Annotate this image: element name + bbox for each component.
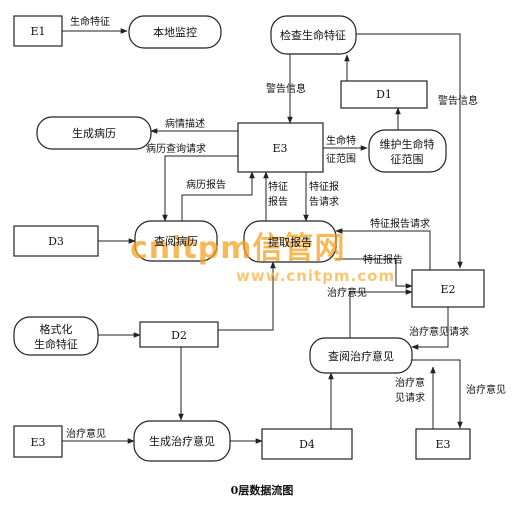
- node-format-vitals-label-1: 格式化: [40, 322, 73, 336]
- node-query-opinion-label: 查阅治疗意见: [328, 349, 394, 363]
- node-gen-opinion-box: [133, 420, 231, 462]
- node-e2-label: E2: [440, 283, 455, 296]
- edge-label-opinion-e3: 治疗意见: [466, 383, 506, 396]
- node-d3-box: [13, 225, 99, 257]
- edge-label-desc: 病情描述: [165, 117, 205, 130]
- edge-label-feat-request-a-1: 特征报: [309, 180, 339, 193]
- node-gen-opinion-label: 生成治疗意见: [149, 434, 215, 448]
- node-d1-box: [340, 80, 428, 109]
- edge-label-opinion-in: 治疗意见: [66, 427, 106, 440]
- edge-label-opinion-request-e3-1: 治疗意: [395, 376, 425, 389]
- watermark-url: www.cnitpm.com: [236, 267, 395, 285]
- node-query-record-label: 查阅病历: [154, 234, 198, 248]
- edge-label-range-1: 生命特: [326, 134, 356, 147]
- edge-label-alert-right: 警告信息: [438, 94, 478, 107]
- edge-label-feat-request-b: 特征报告请求: [370, 217, 430, 230]
- node-query-opinion-box: [309, 337, 413, 374]
- edge-label-feat-report-a-1: 特征: [268, 181, 288, 193]
- edge-label-alert-left: 警告信息: [266, 82, 306, 95]
- diagram-caption: 0层数据流图: [231, 483, 294, 497]
- node-query-record-box: [134, 220, 218, 262]
- node-fetch-report-box: [243, 220, 337, 263]
- node-local-monitor-label: 本地监控: [153, 25, 197, 39]
- edge-check-e2: [356, 33, 463, 269]
- node-e3-bottom-label: E3: [435, 438, 450, 451]
- edge-query-opinion-e2: [349, 289, 413, 338]
- node-d4-label: D4: [299, 438, 315, 451]
- node-check-vitals-label: 检查生命特征: [280, 28, 346, 42]
- node-d2-label: D2: [171, 329, 187, 342]
- edge-query-record-e3: [181, 171, 255, 221]
- edge-e3-query-record: [162, 155, 238, 222]
- node-gen-record-box: [36, 116, 152, 150]
- node-format-vitals-label-2: 生命特征: [34, 337, 78, 351]
- node-e3-center-label: E3: [272, 142, 287, 155]
- edge-d2-fetch: [218, 261, 276, 331]
- node-maintain-range-label-1: 维护生命特: [380, 137, 435, 151]
- node-maintain-range-box: [368, 129, 447, 173]
- node-e3-bottom-box: [415, 428, 471, 460]
- node-maintain-range-label-2: 征范围: [391, 152, 424, 166]
- node-d1-label: D1: [376, 88, 392, 101]
- edge-label-feat-report-a-2: 报告: [268, 195, 288, 208]
- edge-query-opinion-e3bottom: [412, 359, 463, 429]
- node-format-vitals-box: [13, 316, 99, 356]
- edge-label-feat-report-b: 特征报告: [363, 253, 403, 266]
- node-d4-box: [261, 428, 353, 460]
- node-e1-box: [13, 15, 63, 47]
- edge-label-vitals: 生命特征: [70, 15, 110, 28]
- node-e3-left-label: E3: [30, 436, 45, 449]
- edge-label-range-2: 征范围: [326, 152, 356, 165]
- edge-fetch-e2: [336, 258, 413, 289]
- edge-label-opinion-request-e2: 治疗意见请求: [409, 325, 469, 338]
- edge-label-record-report: 病历报告: [186, 178, 226, 191]
- node-local-monitor-box: [128, 15, 222, 49]
- node-fetch-report-label: 提取报告: [268, 235, 312, 249]
- edge-label-record-request: 病历查询请求: [146, 142, 206, 155]
- node-e3-center-box: [237, 122, 324, 173]
- node-check-vitals-box: [270, 15, 357, 55]
- edge-label-opinion-e2: 治疗意见: [327, 286, 367, 299]
- node-gen-record-label: 生成病历: [72, 126, 116, 140]
- node-d3-label: D3: [48, 235, 64, 248]
- edges: [62, 28, 463, 444]
- edge-e2-query-opinion: [411, 307, 449, 350]
- edge-label-opinion-request-e3-2: 见请求: [395, 391, 425, 404]
- node-e3-left-box: [13, 425, 63, 458]
- watermark-main: cnitpm信管网: [130, 231, 346, 266]
- node-d2-box: [139, 321, 219, 348]
- edge-e2-fetch: [335, 228, 431, 270]
- node-e1-label: E1: [30, 25, 45, 38]
- edge-label-feat-request-a-2: 告请求: [309, 195, 339, 208]
- node-e2-box: [411, 269, 485, 308]
